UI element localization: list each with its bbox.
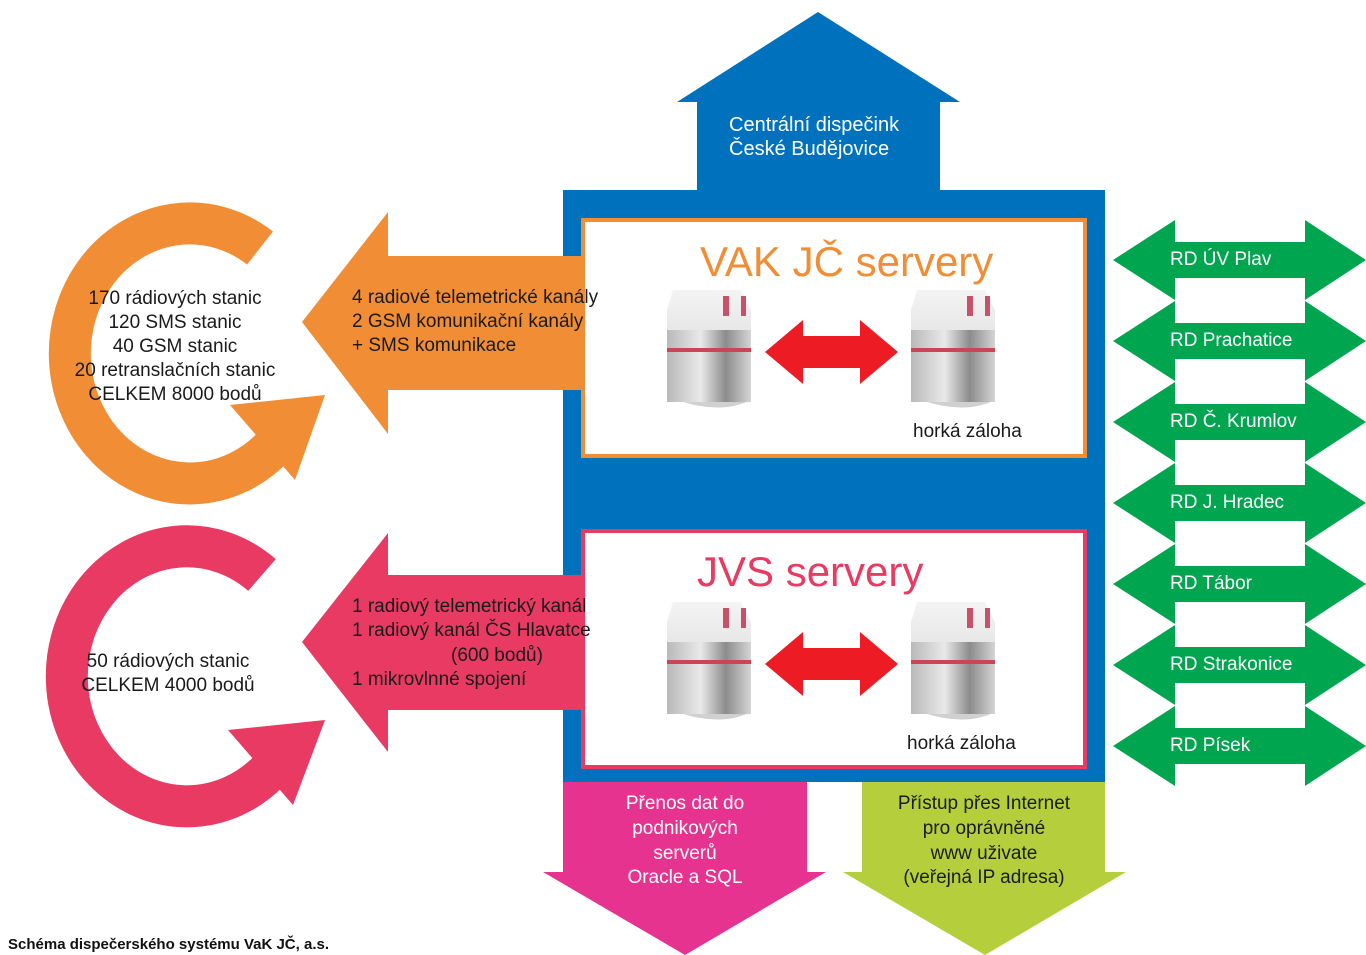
vak-channel-line: 4 radiové telemetrické kanály: [352, 287, 599, 308]
region-arrow: [1113, 463, 1366, 543]
vak-backup-label: horká záloha: [913, 421, 1022, 442]
red-cycle-arrowhead: [228, 720, 325, 805]
orange-channel-arrow: [302, 212, 645, 434]
vak-station-line: 170 rádiových stanic: [88, 288, 262, 309]
data-transfer-line: podnikových: [632, 818, 738, 839]
jvs-channel-line: 1 radiový telemetrický kanál: [352, 596, 587, 617]
region-label: RD J. Hradec: [1170, 492, 1285, 513]
vak-channel-line: 2 GSM komunikační kanály: [352, 311, 584, 332]
data-transfer-arrow: [543, 782, 826, 955]
region-arrow: [1113, 301, 1366, 381]
jvs-station-line: 50 rádiových stanic: [86, 651, 250, 672]
data-transfer-line: Oracle a SQL: [627, 867, 743, 888]
vak-title: VAK JČ servery: [700, 238, 994, 285]
vak-station-line: 20 retranslačních stanic: [74, 360, 276, 381]
internet-access-line: Přístup přes Internet: [897, 793, 1071, 814]
region-label: RD Tábor: [1170, 573, 1253, 594]
internet-access-line: (veřejná IP adresa): [903, 867, 1065, 888]
orange-cycle-arrowhead: [230, 395, 325, 480]
orange-cycle-arrow: [48, 202, 291, 505]
region-label: RD Č. Krumlov: [1170, 411, 1297, 432]
vak-station-line: CELKEM 8000 bodů: [88, 384, 262, 405]
jvs-channel-line: (600 bodů): [451, 645, 543, 666]
jvs-station-line: CELKEM 4000 bodů: [81, 675, 255, 696]
vak-station-line: 120 SMS stanic: [108, 312, 242, 333]
caption: Schéma dispečerského systému VaK JČ, a.s…: [8, 936, 329, 953]
region-arrow: [1113, 220, 1366, 300]
region-arrow: [1113, 706, 1366, 786]
region-arrow: [1113, 382, 1366, 462]
jvs-backup-label: horká záloha: [907, 733, 1016, 754]
red-channel-arrow: [302, 533, 645, 752]
jvs-title: JVS servery: [697, 548, 924, 595]
data-transfer-line: Přenos dat do: [625, 793, 745, 814]
vak-station-line: 40 GSM stanic: [112, 336, 238, 357]
region-label: RD Strakonice: [1170, 654, 1293, 675]
region-label: RD Písek: [1170, 735, 1251, 756]
internet-access-line: www uživate: [930, 843, 1038, 864]
jvs-channel-line: 1 mikrovlnné spojení: [352, 669, 527, 690]
region-label: RD ÚV Plav: [1170, 249, 1272, 270]
central-dispatch-line2: České Budějovice: [729, 138, 890, 160]
internet-access-arrow: [843, 782, 1126, 955]
internet-access-line: pro oprávněné: [922, 818, 1046, 839]
region-arrow: [1113, 544, 1366, 624]
vak-channel-line: + SMS komunikace: [352, 335, 517, 356]
region-label: RD Prachatice: [1170, 330, 1293, 351]
red-cycle-arrow: [45, 525, 286, 828]
central-dispatch-line1: Centrální dispečink: [729, 114, 900, 136]
jvs-channel-line: 1 radiový kanál ČS Hlavatce: [352, 620, 591, 641]
data-transfer-line: serverů: [653, 843, 717, 864]
region-arrow: [1113, 625, 1366, 705]
